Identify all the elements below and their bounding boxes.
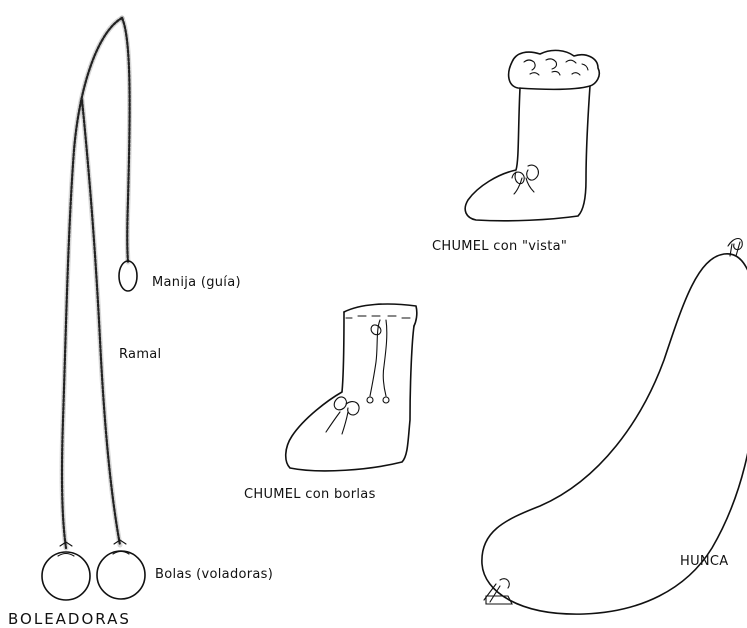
label-chumel-borlas: CHUMEL con borlas — [244, 487, 376, 502]
label-boleadoras: BOLEADORAS — [8, 610, 131, 628]
chumel-vista-drawing — [465, 50, 599, 220]
chumel-borlas-drawing — [286, 304, 417, 471]
boot-body-borlas — [286, 312, 414, 471]
manija-handle — [119, 261, 137, 291]
label-hunca: HUNCA — [680, 554, 729, 569]
hunca-top-tie — [728, 239, 742, 257]
lace-knot-borlas — [326, 397, 359, 434]
label-ramal: Ramal — [119, 347, 161, 362]
boot-body — [465, 86, 590, 221]
bola-right — [97, 540, 145, 599]
fur-cuff — [509, 50, 600, 89]
tassels — [367, 320, 389, 403]
boleadoras-drawing — [42, 18, 145, 600]
label-chumel-vista: CHUMEL con "vista" — [432, 239, 567, 254]
rope-strand-left — [62, 18, 122, 548]
label-bolas: Bolas (voladoras) — [155, 567, 273, 582]
boot-top-rim — [344, 304, 417, 326]
label-manija: Manija (guía) — [152, 275, 241, 290]
rope-under-left — [62, 18, 122, 548]
bola-left — [42, 542, 90, 600]
